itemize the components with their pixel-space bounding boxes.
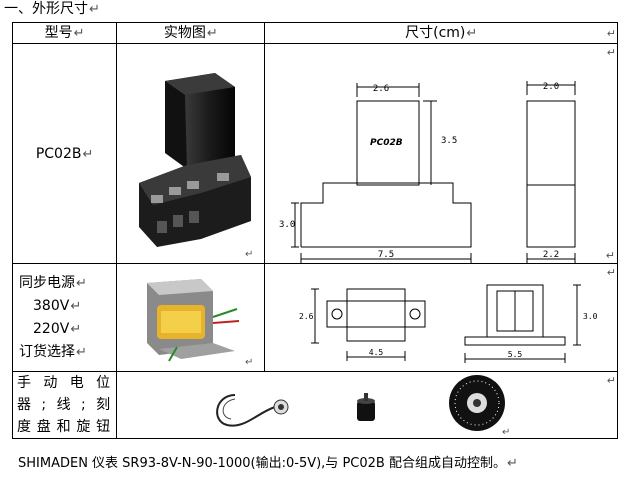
paragraph-mark: ↵ (89, 2, 100, 17)
dim-base-height: 3.0 (279, 220, 295, 230)
photo-cell: ↵ (116, 263, 266, 372)
dimensions-cell: PC02B 2.6 3.5 3.0 7.5 2.0 2.2 ↵ ↵ (264, 43, 618, 264)
footer-note: SHIMADEN 仪表 SR93-8V-N-90-1000(输出:0-5V),与… (18, 456, 518, 471)
model-label: PC02B↵ (35, 145, 94, 162)
transformer-photo: ↵ (147, 278, 254, 368)
scale-dial-photo (449, 375, 506, 431)
sync-power-label: 同步电源↵ 380V↵ 220V↵ 订货选择↵ (19, 274, 87, 360)
potentiometer-photos: ↵ (216, 375, 511, 437)
dimensions-cell: 2.6 4.5 3.0 5.5 ↵ (264, 263, 618, 372)
dim-width-right: 5.5 (508, 350, 523, 359)
manual-pot-label: 手动电位 器;线;刻 度盘和旋钮 (17, 375, 113, 435)
svg-text:↵: ↵ (245, 249, 253, 260)
dim-base-width: 7.5 (378, 250, 394, 260)
potentiometer-photos-cell: ↵ ↵ (116, 371, 618, 439)
relay-photo: ↵ (139, 72, 254, 260)
header-photo: 实物图↵ (116, 22, 266, 44)
model-cell: 手动电位 器;线;刻 度盘和旋钮 (11, 371, 118, 439)
knob-photo (357, 393, 376, 421)
header-row: 型号↵ 实物图↵ 尺寸(cm)↵↵ (11, 22, 618, 44)
spec-table: 型号↵ 实物图↵ 尺寸(cm)↵↵ PC02B ↵ (11, 22, 618, 439)
section-heading: 一、外形尺寸↵ (4, 0, 100, 19)
svg-text:↵: ↵ (245, 357, 253, 368)
dim-top-width: 2.6 (373, 84, 389, 94)
transformer-dimension-drawing: 2.6 4.5 3.0 5.5 (299, 284, 598, 363)
heading-text: 一、外形尺寸 (4, 1, 88, 17)
dim-width-left: 4.5 (369, 348, 384, 357)
dim-height-right: 3.0 (583, 312, 598, 321)
dim-top-height: 3.5 (441, 136, 457, 146)
table-row: 手动电位 器;线;刻 度盘和旋钮 (11, 371, 618, 439)
model-cell: PC02B↵ (11, 43, 118, 264)
table-row: PC02B ↵ (11, 43, 618, 264)
dim-side-bottom: 2.2 (543, 250, 559, 260)
dim-height-left: 2.6 (299, 312, 314, 321)
photo-cell: ↵ (116, 43, 266, 264)
table-row: 同步电源↵ 380V↵ 220V↵ 订货选择↵ ↵ (11, 263, 618, 372)
device-label: PC02B (370, 138, 403, 148)
dim-side-width: 2.0 (543, 82, 559, 92)
header-model: 型号↵ (11, 22, 118, 44)
model-cell: 同步电源↵ 380V↵ 220V↵ 订货选择↵ (11, 263, 118, 372)
header-dimensions: 尺寸(cm)↵↵ (264, 22, 618, 44)
svg-text:↵: ↵ (502, 427, 510, 437)
relay-dimension-drawing: PC02B 2.6 3.5 3.0 7.5 2.0 2.2 (279, 80, 576, 263)
potentiometer-wire-photo (216, 394, 289, 427)
footer-text: SHIMADEN 仪表 SR93-8V-N-90-1000(输出:0-5V),与… (18, 456, 506, 471)
